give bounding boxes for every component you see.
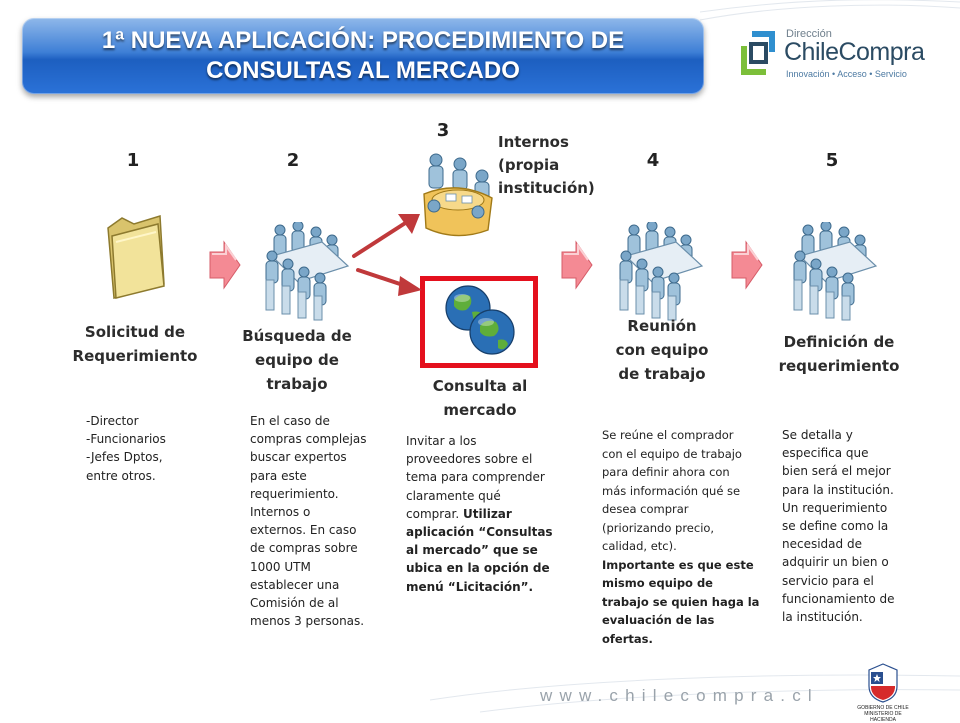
seal-text: GOBIERNO DE CHILE MINISTERIO DE HACIENDA [857,705,909,723]
step-number-4: 4 [646,150,660,171]
chevron-right-icon [209,240,241,290]
step-number-3: 3 [436,120,450,141]
step-number-1: 1 [126,150,140,171]
logo-tagline: Innovación • Acceso • Servicio [786,69,907,79]
page-title: 1ª NUEVA APLICACIÓN: PROCEDIMIENTO DE CO… [22,26,704,86]
chevron-right-icon [731,240,763,290]
step-3-label: Consulta al mercado [432,377,528,419]
step-1-label: Solicitud de Requerimiento [72,323,198,365]
arrowhead-up [398,214,420,234]
step-3-description: Invitar a los proveedores sobre el tema … [406,434,553,594]
logo-mark-icon [741,31,775,75]
step-2-label: Búsqueda de equipo de trabajo [242,327,352,393]
internal-meeting-icon [423,153,493,237]
step-number-5: 5 [825,150,839,171]
title-line-2: CONSULTAS AL MERCADO [206,57,520,84]
step-1-description: -Director -Funcionarios -Jefes Dptos, en… [86,414,166,483]
folder-icon [107,215,165,299]
team-meeting-icon [616,222,711,322]
title-banner: 1ª NUEVA APLICACIÓN: PROCEDIMIENTO DE CO… [22,18,704,94]
logo-direccion: Dirección [786,28,832,40]
globe-icon [445,285,515,355]
chile-seal-icon [868,663,898,703]
highlight-box [420,276,538,368]
arrow-up-icon [352,218,412,258]
team-meeting-icon [262,222,357,322]
step-4-description: Se reúne el comprador con el equipo de t… [602,428,760,646]
logo-name: ChileCompra [784,38,925,66]
footer-url: www.chilecompra.cl [540,686,819,705]
step-4-label: Reunión con equipo de trabajo [615,317,709,383]
step-5-label: Definición de requerimiento [778,333,900,375]
gobierno-de-chile-seal: GOBIERNO DE CHILE MINISTERIO DE HACIENDA [853,662,913,723]
chilecompra-logo: Dirección ChileCompra Innovación • Acces… [738,26,925,86]
step-number-2: 2 [286,150,300,171]
step-5-description: Se detalla y especifica que bien será el… [782,428,895,625]
chevron-right-icon [561,240,593,290]
team-meeting-icon [790,222,885,322]
branch-arrows [352,214,422,296]
title-line-1: 1ª NUEVA APLICACIÓN: PROCEDIMIENTO DE [101,27,625,54]
step-2-description: En el caso de compras complejas buscar e… [250,414,367,629]
internal-note: Internos (propia institución) [498,133,595,197]
arrowhead-down [398,276,422,296]
arrow-down-icon [356,268,408,288]
